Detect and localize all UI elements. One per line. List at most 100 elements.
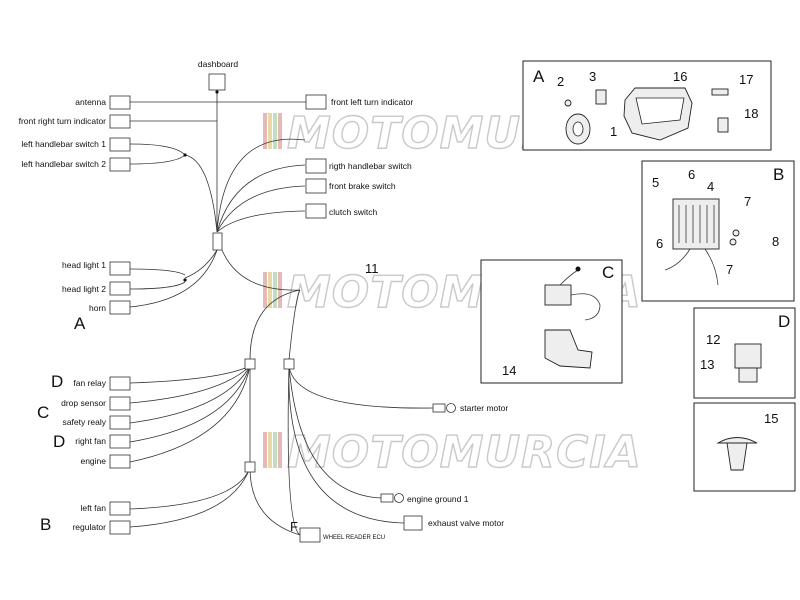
dashboard-connector <box>208 73 226 91</box>
callout-14: 14 <box>502 363 516 378</box>
label-right-fan: right fan <box>75 436 106 446</box>
antenna-connector <box>109 95 131 110</box>
label-head-light-2: head light 2 <box>62 284 106 294</box>
letter-f: F <box>290 519 298 534</box>
safety-realy-connector <box>109 415 131 430</box>
label-exhaust-valve: exhaust valve motor <box>428 518 504 528</box>
label-starter-motor: starter motor <box>460 403 508 413</box>
label-front-brake: front brake switch <box>329 181 396 191</box>
starter-motor-ring <box>446 403 456 413</box>
right-connector-boxes <box>299 94 456 543</box>
callout-12: 12 <box>706 332 720 347</box>
callout-15: 15 <box>764 411 778 426</box>
spacer-part-2 <box>729 238 737 246</box>
right-switch-connector <box>305 158 327 174</box>
label-safety-realy: safety realy <box>63 417 107 427</box>
junction-connector-top <box>212 232 223 251</box>
drop-sensor-connector <box>109 396 131 411</box>
label-front-left-turn: front left turn indicator <box>331 97 413 107</box>
callout-4: 4 <box>707 179 714 194</box>
panel-b: B 5 6 4 7 6 8 7 <box>641 160 795 302</box>
label-dashboard: dashboard <box>198 59 238 69</box>
label-engine-ground: engine ground 1 <box>407 494 469 504</box>
engine-ground-ring <box>394 493 404 503</box>
letter-b: B <box>40 515 51 534</box>
label-antenna: antenna <box>75 97 106 107</box>
label-right-switch: rigth handlebar switch <box>329 161 412 171</box>
junction-connector-bottom <box>244 461 256 473</box>
left-switch-2-connector <box>109 157 131 172</box>
front-brake-connector <box>305 178 327 194</box>
spacer-part <box>732 229 740 237</box>
fan-relay-base <box>738 367 758 383</box>
label-wheel-reader: WHEEL READER ECU <box>323 535 385 541</box>
label-horn: horn <box>89 303 106 313</box>
callout-7-bottom: 7 <box>726 262 733 277</box>
clip-fastener-part <box>716 437 758 444</box>
callout-13: 13 <box>700 357 714 372</box>
panel-d-letter: D <box>778 312 790 331</box>
fan-relay-part <box>734 343 762 369</box>
panel-e: 15 <box>693 402 796 492</box>
junction-connector-right <box>283 358 295 370</box>
screw-part <box>711 88 729 96</box>
panel-c: C 14 <box>480 259 623 384</box>
callout-6-bottom: 6 <box>656 236 663 251</box>
exhaust-valve-connector <box>403 515 423 531</box>
engine-connector <box>109 454 131 469</box>
front-right-turn-connector <box>109 114 131 129</box>
nut-clip-part <box>717 117 729 133</box>
section-letters: A D C D B F 11 <box>37 261 379 534</box>
panel-a-letter: A <box>533 67 545 86</box>
left-switch-1-connector <box>109 137 131 152</box>
engine-ground-terminal <box>380 493 394 503</box>
wires <box>129 90 434 536</box>
callout-5: 5 <box>652 175 659 190</box>
callout-3: 3 <box>589 69 596 84</box>
watermark-text-3: MOTOMURCIA <box>287 427 642 478</box>
bolt-part <box>564 99 572 107</box>
starter-motor-terminal <box>432 403 446 413</box>
left-connector-boxes <box>109 73 295 535</box>
callout-18: 18 <box>744 106 758 121</box>
junction-connector-left <box>244 358 256 370</box>
label-left-switch-2: left handlebar switch 2 <box>21 159 106 169</box>
relay-part <box>544 329 593 369</box>
label-clutch: clutch switch <box>329 207 377 217</box>
callout-11: 11 <box>365 261 379 276</box>
callout-8: 8 <box>772 234 779 249</box>
sensor-part <box>544 284 572 306</box>
regulator-part <box>672 198 720 250</box>
label-fan-relay: fan relay <box>73 378 106 388</box>
left-fan-connector <box>109 501 131 516</box>
callout-16: 16 <box>673 69 687 84</box>
letter-c: C <box>37 403 49 422</box>
callout-6-top: 6 <box>688 167 695 182</box>
label-engine: engine <box>80 456 106 466</box>
label-drop-sensor: drop sensor <box>61 398 106 408</box>
clip-part <box>595 89 607 105</box>
label-left-switch-1: left handlebar switch 1 <box>21 139 106 149</box>
callout-1: 1 <box>610 124 617 139</box>
panel-a: A 2 3 16 17 1 18 <box>522 60 772 151</box>
label-head-light-1: head light 1 <box>62 260 106 270</box>
right-labels: front left turn indicator rigth handleba… <box>323 97 508 541</box>
clutch-connector <box>305 203 327 219</box>
regulator-connector <box>109 520 131 535</box>
head-light-1-connector <box>109 261 131 276</box>
panel-c-frame <box>480 259 623 384</box>
wheel-reader-connector <box>299 527 321 543</box>
label-regulator: regulator <box>72 522 106 532</box>
front-left-turn-connector <box>305 94 327 110</box>
letter-d-2: D <box>53 432 65 451</box>
panel-d-frame <box>693 307 796 399</box>
label-front-right-turn: front right turn indicator <box>19 116 107 126</box>
panel-c-letter: C <box>602 263 614 282</box>
callout-7-top: 7 <box>744 194 751 209</box>
panel-b-letter: B <box>773 165 784 184</box>
horn-connector <box>109 300 131 315</box>
head-light-2-connector <box>109 281 131 296</box>
callout-17: 17 <box>739 72 753 87</box>
right-fan-connector <box>109 434 131 449</box>
